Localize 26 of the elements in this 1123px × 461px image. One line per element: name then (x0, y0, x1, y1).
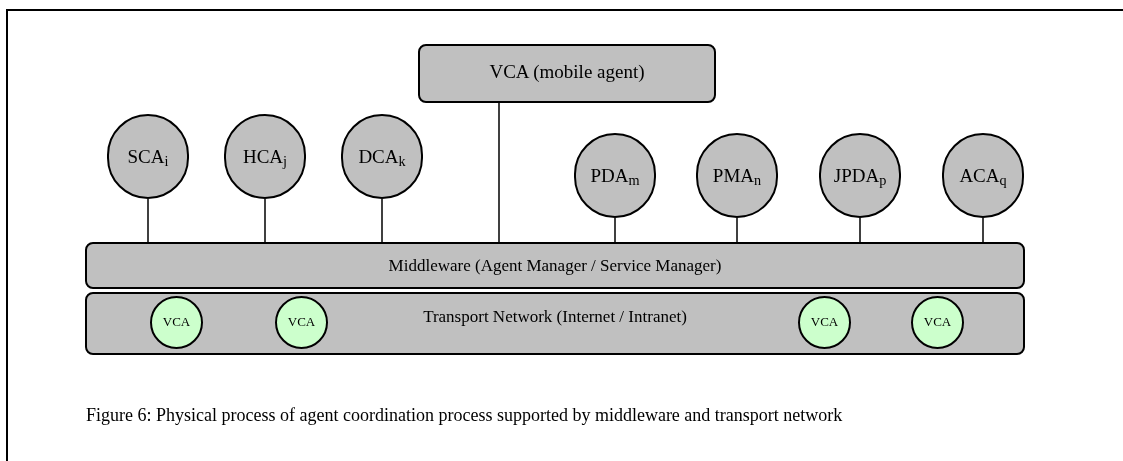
node-label: SCA$_{i}$ (127, 144, 169, 169)
caption: Figure 6: Physical process of agent coordination process supported by middleware and transport network (86, 404, 843, 427)
node-label: JPDA$_{p}$ (833, 163, 887, 188)
connector-line (381, 198, 383, 243)
node-label: ACA$_{q}$ (959, 163, 1007, 188)
node-label: VCA (mobile agent) (489, 60, 645, 84)
connector-line (982, 217, 984, 243)
network-band (85, 292, 1025, 355)
node-label: DCA$_{k}$ (358, 144, 406, 169)
node-label: HCA$_{j}$ (242, 144, 288, 169)
connector-line (147, 198, 149, 243)
node-label: VCA (923, 314, 952, 331)
node-label: PDA$_{m}$ (590, 163, 640, 188)
node-label: PMA$_{n}$ (712, 163, 762, 188)
node-label: Transport Network (Internet / Intranet) (423, 306, 687, 328)
middleware-band (85, 242, 1025, 289)
node-label: VCA (810, 314, 839, 331)
connector-line (859, 217, 861, 243)
agent-box (418, 44, 716, 103)
node-label: Middleware (Agent Manager / Service Manager) (388, 254, 722, 277)
connector-line (264, 198, 266, 243)
node-label: VCA (162, 314, 191, 331)
connector-line (614, 217, 616, 243)
connector-line (736, 217, 738, 243)
node-label: VCA (287, 314, 316, 331)
connector-line (498, 102, 500, 243)
